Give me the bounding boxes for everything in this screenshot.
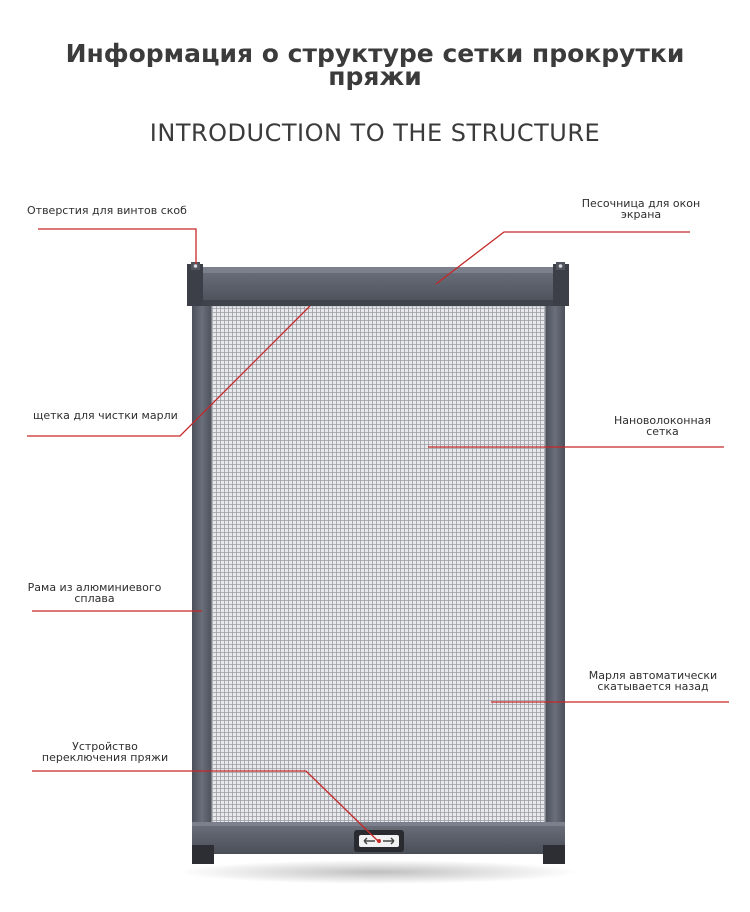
title-line-1: Информация о структуре сетки прокрутки (65, 39, 685, 68)
floor-shadow (178, 860, 578, 884)
screw-hole-right (558, 264, 563, 268)
label-sandbox-line-1: Песочница для окон (581, 197, 701, 210)
label-screw-holes: Отверстия для винтов скоб (27, 204, 187, 217)
bottom-left-foot (192, 845, 214, 864)
label-switch-line-1: Устройство (72, 740, 138, 753)
leader-screw-holes (38, 228, 197, 264)
label-brush: щетка для чистки марли (33, 409, 178, 422)
label-sandbox-line-2: экрана (620, 208, 662, 221)
frame-left-rail (192, 303, 212, 855)
leader-brush (27, 305, 311, 437)
label-switch-line-2: переключения пряжи (41, 751, 169, 764)
cassette-right-cap (553, 264, 569, 306)
top-cassette-box (187, 267, 569, 306)
leader-sandbox (435, 231, 690, 285)
label-frame-line-2: сплава (74, 592, 115, 605)
mesh-panel (212, 306, 545, 824)
label-frame-line-1: Рама из алюминиевого (27, 581, 162, 594)
label-autoroll-line-1: Марля автоматически (588, 669, 718, 682)
screw-hole-left (193, 264, 198, 268)
label-autoroll-line-2: скатывается назад (597, 680, 709, 693)
label-nanofiber: Нановолоконная сетка (595, 415, 730, 437)
label-nanofiber-line-1: Нановолоконная (613, 414, 712, 427)
title-line-2: пряжи (328, 62, 422, 91)
cassette-left-cap (187, 264, 203, 306)
label-sandbox: Песочница для окон экрана (566, 198, 716, 220)
label-frame: Рама из алюминиевого сплава (22, 582, 167, 604)
leader-switch (32, 770, 380, 843)
label-nanofiber-line-2: сетка (646, 425, 679, 438)
label-switch: Устройство переключения пряжи (30, 741, 180, 763)
label-autoroll: Марля автоматически скатывается назад (578, 670, 728, 692)
frame-right-rail (545, 303, 565, 855)
switch-arrows-icon (363, 837, 395, 845)
page-title: Информация о структуре сетки прокрутки п… (0, 39, 750, 91)
bottom-right-foot (543, 845, 565, 864)
page-subtitle: INTRODUCTION TO THE STRUCTURE (149, 119, 601, 147)
